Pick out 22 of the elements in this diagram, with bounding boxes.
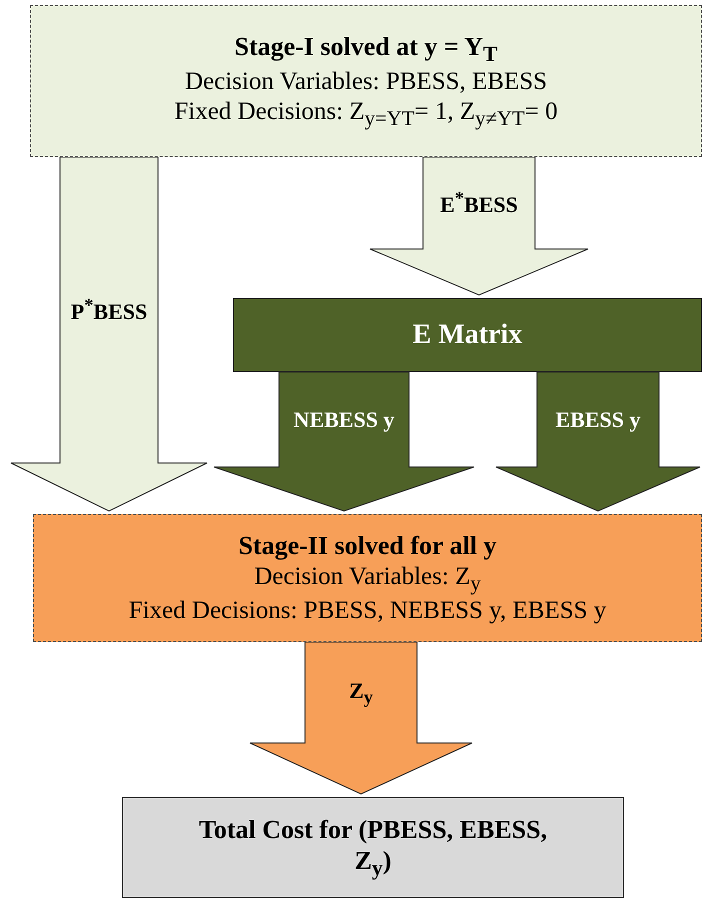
node-text: Fixed Decisions: PBESS, NEBESS y, EBESS y — [128, 596, 606, 626]
edge-label: NEBESS y — [294, 406, 394, 432]
stage-box — [30, 5, 702, 157]
block-arrow — [10, 156, 208, 512]
node-text: Fixed Decisions: Z$_{y=YT}$= 1, Z$_{y≠YT}$= 0 — [174, 97, 558, 132]
block-arrow — [250, 642, 472, 795]
edge-label: EBESS y — [556, 406, 640, 432]
node-heading: E Matrix — [412, 318, 522, 352]
edge-label: P$^{*}$BESS — [70, 294, 148, 326]
node-heading: Stage-I solved at y = Y$_{T}$ — [234, 30, 498, 68]
edge-label: Z$_{y}$ — [349, 677, 373, 708]
stage-box — [33, 514, 702, 642]
block-arrow — [496, 372, 700, 512]
node-text: Decision Variables: PBESS, EBESS — [184, 67, 548, 98]
node-heading: Stage-II solved for all y — [238, 530, 497, 562]
matrix-box — [233, 298, 702, 372]
node-heading: Total Cost for (PBESS, EBESS, Z$_{y}$) — [198, 814, 548, 882]
block-arrow — [370, 156, 588, 296]
result-box — [122, 797, 624, 898]
node-text: Decision Variables: Z$_{y}$ — [254, 562, 481, 596]
edge-label: E$^{*}$BESS — [440, 188, 518, 218]
block-arrow — [214, 372, 474, 512]
